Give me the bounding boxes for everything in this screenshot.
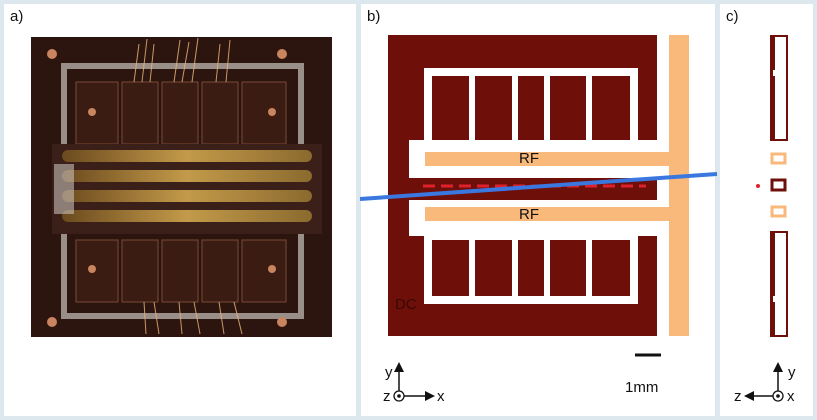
panel-b-label: b) [367,8,381,25]
trap-photo [31,37,332,337]
rf-top-label: RF [519,150,539,167]
rf-cross-bottom [770,205,787,218]
axis-x-label-c: x [787,388,795,405]
rf-rail-3 [62,190,312,202]
axes-triad-b: y z x [383,362,445,405]
rf-bottom-label: RF [519,206,539,223]
panel-c: c) y z x [720,4,813,416]
dc-cross-center [770,178,787,192]
axes-triad-c: y z x [734,362,796,405]
panel-b: b) RF RF DC 1mm [361,4,715,416]
panel-a: a) [4,4,356,416]
panel-c-label: c) [726,8,739,25]
rf-feed [669,35,689,336]
ion-position [756,184,760,188]
center-dc-rail [419,178,655,200]
axis-z-label-b: z [383,388,391,405]
scale-label: 1mm [625,379,658,396]
electrode-layout: RF RF DC 1mm y z x [383,35,689,405]
rf-rail-1 [62,150,312,162]
bond-wires [133,37,243,335]
axis-y-label-b: y [385,364,393,381]
rf-electrode-top [425,152,671,166]
axis-y-label-c: y [788,364,796,381]
rf-rail-4 [62,210,312,222]
cross-section: y z x [734,35,796,405]
axis-z-label-c: z [734,388,742,405]
panel-a-label: a) [10,8,24,25]
rf-cross-top [770,152,787,165]
rf-electrode-bottom [425,207,671,221]
screw-holes [47,49,287,327]
rf-rail-2 [62,170,312,182]
axis-x-label-b: x [437,388,445,405]
dc-label: DC [395,296,417,313]
